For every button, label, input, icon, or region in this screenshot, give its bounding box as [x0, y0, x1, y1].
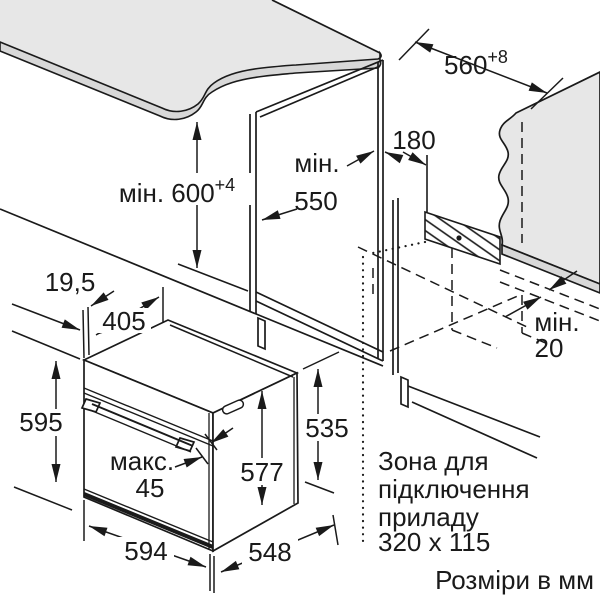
- connection-zone-dot: [456, 235, 462, 241]
- dim-shared-ext-right: [209, 554, 215, 593]
- label-niche-width: 560+8: [444, 47, 508, 80]
- dim-wall-gap-arrow-lower: [504, 296, 542, 318]
- base-cabinet-foot: [400, 375, 409, 409]
- niche-left-edge: [249, 112, 257, 314]
- dim-conduit-arrow-right: [402, 151, 427, 166]
- zone-text-line3: приладу: [378, 502, 479, 532]
- oven: [80, 319, 300, 553]
- dim-front-height-tick-top: [11, 330, 81, 360]
- dim-rear-height-tick-bottom: [304, 481, 335, 494]
- connection-zone-hatch: [361, 155, 501, 544]
- dim-handle-ticks: [195, 433, 218, 465]
- oven-top-back-edge: [169, 324, 294, 378]
- zone-text-line1: Зона для: [378, 446, 489, 476]
- wall-rail: [501, 243, 600, 294]
- dim-niche-depth-arrow-up: [346, 150, 375, 167]
- label-wall-gap-2: 20: [535, 333, 564, 363]
- label-niche-depth-1: мін.: [294, 148, 339, 178]
- niche-right-edge: [377, 60, 384, 361]
- countertop-surface: [0, 0, 382, 112]
- dim-niche-height-tick: [177, 263, 249, 292]
- oven-handle: [80, 397, 196, 453]
- countertop: [0, 0, 382, 121]
- label-wall-gap-1: мін.: [534, 307, 579, 337]
- zone-text-line4: 320 x 115: [378, 527, 490, 557]
- hatch-leader-dotted: [361, 240, 427, 544]
- label-niche-height: мін. 600+4: [119, 175, 235, 208]
- dim-wall-gap-arrow-upper: [548, 270, 578, 291]
- label-niche-height-value: мін. 600: [119, 178, 215, 208]
- label-handle-protrusion-1: макс.: [110, 446, 174, 476]
- label-niche-width-value: 560: [444, 50, 487, 80]
- dim-overhang-ext-lines: [82, 306, 90, 359]
- zone-text-line2: підключення: [378, 474, 530, 504]
- label-body-height: 577: [240, 457, 283, 487]
- label-frame-overhang: 19,5: [45, 267, 96, 297]
- plinth-edge: [407, 385, 541, 459]
- footer-note: Розміри в мм: [435, 565, 594, 595]
- cabinet-foot-left: [257, 316, 266, 351]
- dim-overhang-arrow-left: [11, 303, 81, 331]
- cabinet-bottom-edge: [0, 208, 384, 367]
- wall-hidden-edge-dashed: [521, 122, 549, 345]
- label-rear-height: 535: [305, 413, 348, 443]
- side-wall-face: [497, 71, 600, 285]
- label-front-height: 595: [19, 407, 62, 437]
- dim-niche-depth-arrow-down: [261, 208, 298, 221]
- label-body-depth: 548: [248, 537, 291, 567]
- label-niche-width-sup: +8: [487, 47, 508, 67]
- dim-body-depth-tick-right: [332, 514, 339, 546]
- connection-zone-text: Зона для підключення приладу 320 x 115: [378, 446, 530, 557]
- label-top-depth: 405: [102, 306, 145, 336]
- label-niche-height-sup: +4: [215, 175, 236, 195]
- dim-niche-width-tick-right: [530, 77, 564, 110]
- shelf-front-edge: [255, 291, 384, 362]
- label-backgrounds: [13, 173, 355, 565]
- dim-conduit-arrow-left: [384, 151, 404, 164]
- label-conduit-offset: 180: [392, 125, 435, 155]
- dim-niche-width-line: [414, 41, 548, 94]
- dimension-labels: мін. 600+4 560+8 180 мін. 550 мін. 20 19…: [19, 47, 579, 567]
- dim-niche-width-tick-left: [398, 28, 430, 61]
- base-cabinet-right-edge: [392, 198, 399, 375]
- countertop-back-edge: [271, 0, 381, 54]
- side-wall: [497, 71, 600, 345]
- dim-handle-arrow-inner: [174, 456, 203, 468]
- oven-control-panel-line: [83, 387, 214, 447]
- label-front-width: 594: [124, 536, 167, 566]
- cabinet-niche: [0, 59, 541, 459]
- niche-top-edge: [255, 59, 384, 118]
- dim-handle-arrow-outer: [210, 427, 234, 444]
- dim-front-height-tick-bottom: [13, 486, 73, 511]
- label-niche-depth-2: 550: [294, 186, 337, 216]
- dim-rear-height-tick-top: [302, 351, 340, 370]
- oven-vent-slot: [221, 399, 245, 415]
- label-handle-protrusion-2: 45: [136, 473, 165, 503]
